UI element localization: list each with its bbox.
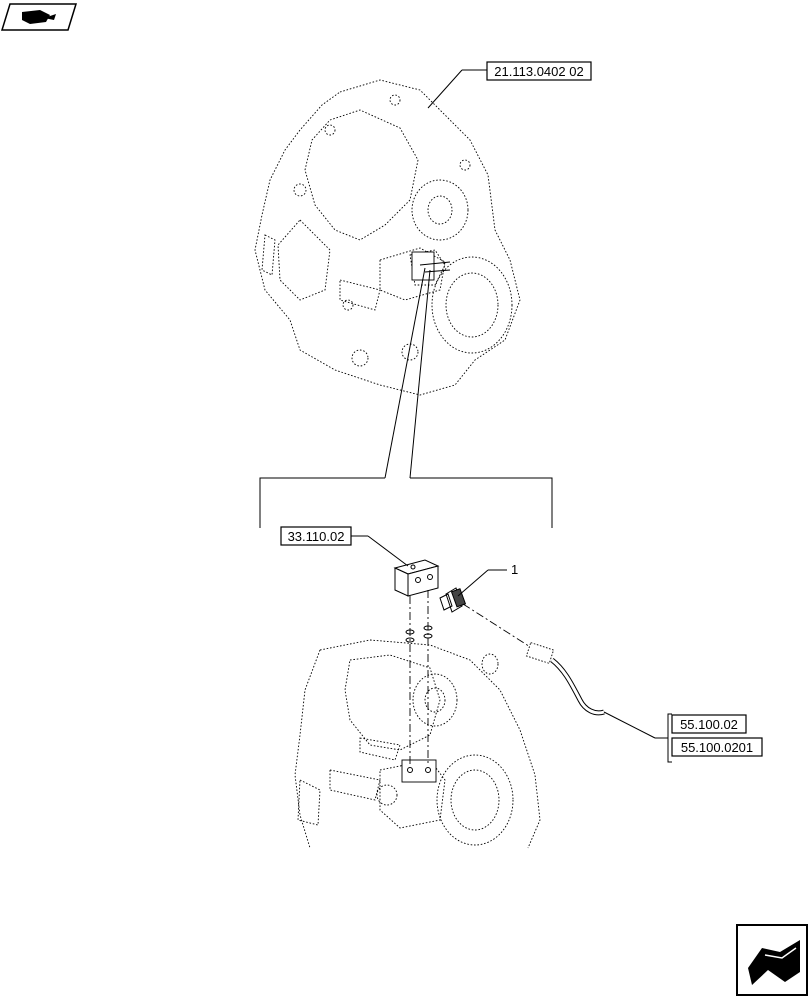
transmission-housing-bottom: [294, 639, 541, 849]
transmission-housing-top: [254, 79, 521, 396]
mounting-studs: [405, 590, 433, 765]
item-number-label: 1: [511, 562, 518, 577]
ref-callout-top-housing[interactable]: 21.113.0402 02: [427, 61, 592, 109]
explode-leader-lines: [259, 267, 553, 528]
ref-callout-harness[interactable]: 55.100.02 55.100.0201: [603, 711, 763, 763]
ref-label-harness-a: 55.100.02: [680, 717, 738, 732]
speed-sensor: [439, 587, 536, 651]
harness-connector: [525, 642, 605, 716]
book-nav-icon[interactable]: [0, 3, 78, 31]
book-page-turn-icon[interactable]: [736, 924, 808, 996]
ref-box-harness-a[interactable]: [671, 714, 747, 734]
ref-label-top-housing: 21.113.0402 02: [494, 64, 583, 79]
item-number-callout: 1: [457, 562, 518, 597]
valve-block: [393, 559, 440, 597]
ref-label-block: 33.110.02: [288, 529, 345, 544]
ref-box-harness-b[interactable]: [671, 737, 763, 757]
ref-callout-block[interactable]: 33.110.02: [280, 526, 409, 567]
ref-label-harness-b: 55.100.0201: [681, 740, 753, 755]
